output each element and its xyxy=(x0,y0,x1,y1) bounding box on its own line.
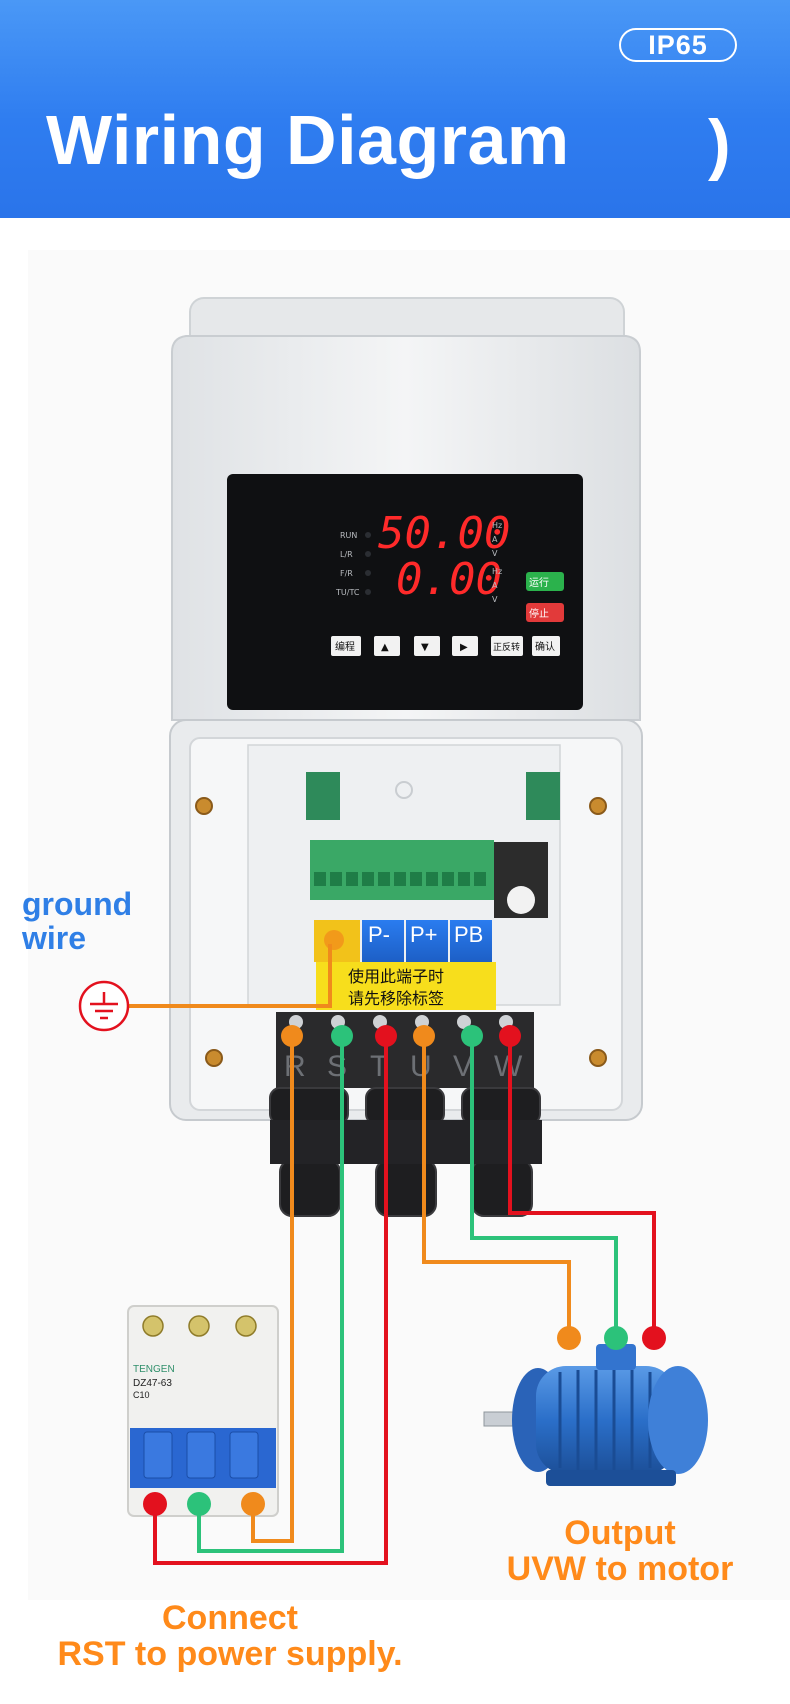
key-program-label: 编程 xyxy=(335,640,355,653)
terminal-pb: PB xyxy=(454,922,483,947)
supply-wire-s xyxy=(197,1036,344,1553)
terminal-p-plus: P+ xyxy=(410,922,438,947)
electric-motor xyxy=(483,1344,708,1486)
indicator-lr: L/R xyxy=(340,550,353,559)
ip-rating-badge: IP65 xyxy=(619,28,737,62)
output-label: Output UVW to motor xyxy=(470,1514,770,1588)
key-right[interactable]: ▶ xyxy=(452,636,478,656)
key-reverse[interactable]: 正反转 xyxy=(491,636,523,656)
key-program[interactable]: 编程 xyxy=(331,636,361,656)
ground-wire-label: ground wire xyxy=(22,886,133,956)
unit-hz-bottom: Hz xyxy=(492,567,502,576)
key-confirm[interactable]: 确认 xyxy=(532,636,560,656)
inverter: RUN L/R F/R TU/TC 50.00 0.00 Hz A V Hz A… xyxy=(169,297,643,1217)
connect-label: Connect RST to power supply. xyxy=(20,1599,440,1673)
page-title: Wiring Diagram xyxy=(46,101,570,179)
key-up-label: ▲ xyxy=(381,642,389,653)
run-button[interactable]: 运行 xyxy=(526,572,564,591)
connect-label-line-1: Connect xyxy=(162,1599,298,1637)
terminal-v: V xyxy=(453,1050,473,1083)
indicator-fr: F/R xyxy=(340,569,353,578)
connect-label-line-2: RST to power supply. xyxy=(57,1634,403,1673)
breaker-model: DZ47-63 xyxy=(133,1378,172,1389)
connection-dots xyxy=(143,1025,666,1516)
stop-button-label: 停止 xyxy=(529,607,549,620)
power-terminal-block xyxy=(276,1012,534,1088)
ground-symbol-icon xyxy=(78,980,130,1032)
unit-a-top: A xyxy=(492,535,498,544)
breaker-brand: TENGEN xyxy=(133,1364,175,1375)
current-readout: 0.00 xyxy=(396,554,502,605)
supply-wire-t xyxy=(153,1036,388,1565)
motor-wire-v xyxy=(470,1036,618,1338)
key-confirm-label: 确认 xyxy=(535,640,555,653)
ground-label-line-2: wire xyxy=(22,919,87,956)
wires xyxy=(120,944,656,1565)
circuit-breaker: TENGEN DZ47-63 C10 xyxy=(127,1305,279,1517)
key-down-label: ▼ xyxy=(421,642,429,653)
key-down[interactable]: ▼ xyxy=(414,636,440,656)
run-button-label: 运行 xyxy=(529,576,549,589)
output-label-line-2: UVW to motor xyxy=(506,1549,734,1588)
stop-button[interactable]: 停止 xyxy=(526,603,564,622)
motor-wire-u xyxy=(422,1036,571,1338)
terminal-u: U xyxy=(410,1050,432,1083)
key-up[interactable]: ▲ xyxy=(374,636,400,656)
terminal-t: T xyxy=(370,1050,388,1083)
warning-line-2: 请先移除标签 xyxy=(348,989,444,1008)
unit-hz-top: Hz xyxy=(492,521,502,530)
terminal-s: S xyxy=(327,1050,347,1083)
unit-v-top: V xyxy=(492,549,498,558)
supply-wire-r xyxy=(251,1036,294,1543)
unit-a-bottom: A xyxy=(492,581,498,590)
terminal-p-minus: P- xyxy=(368,922,390,947)
key-right-label: ▶ xyxy=(460,642,468,653)
warning-line-1: 使用此端子时 xyxy=(348,967,444,986)
terminal-r: R xyxy=(284,1050,306,1083)
indicator-run: RUN xyxy=(340,531,357,540)
breaker-rating: C10 xyxy=(133,1390,150,1400)
ground-wire xyxy=(120,944,332,1008)
output-label-line-1: Output xyxy=(564,1514,676,1552)
indicator-tutc: TU/TC xyxy=(335,588,360,597)
unit-v-bottom: V xyxy=(492,595,498,604)
ground-label-line-1: ground xyxy=(22,886,133,922)
frequency-readout: 50.00 xyxy=(378,508,510,559)
motor-wire-w xyxy=(508,1036,656,1338)
key-reverse-label: 正反转 xyxy=(493,641,520,653)
warning-label xyxy=(316,962,496,1010)
title-suffix: ) xyxy=(708,106,731,182)
header-banner: IP65 Wiring Diagram ) xyxy=(0,0,790,218)
